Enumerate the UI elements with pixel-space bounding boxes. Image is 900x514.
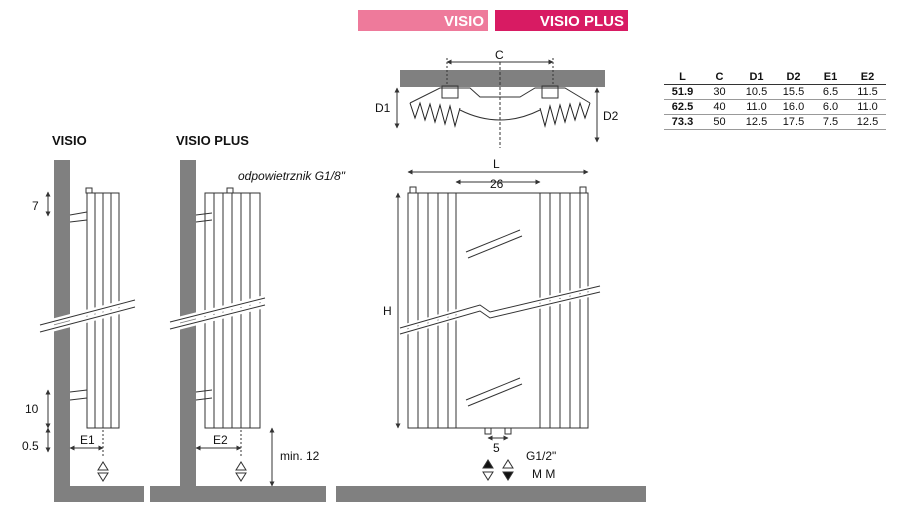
table-row: 51.9 30 10.5 15.5 6.5 11.5 (664, 84, 886, 100)
dim-26: 26 (490, 177, 504, 191)
vent-label: odpowietrznik G1/8" (238, 169, 346, 183)
table-cell: 11.0 (849, 99, 886, 115)
table-cell: 10.5 (738, 84, 775, 100)
table-cell: 7.5 (812, 114, 849, 130)
col-header: L (664, 70, 701, 85)
front-view-floor (336, 486, 646, 502)
table-cell: 15.5 (775, 84, 812, 100)
dim-l: L (493, 157, 500, 171)
dim-d2: D2 (603, 109, 619, 123)
dim-e1: E1 (80, 433, 95, 447)
visio-plus-side-view (150, 160, 326, 502)
table-cell: 40 (701, 99, 738, 115)
dim-d1: D1 (375, 101, 391, 115)
badge-visio-label: VISIO (444, 13, 484, 30)
dim-min-12: min. 12 (280, 449, 320, 463)
connection-sub-label: M M (532, 467, 555, 481)
col-header: E2 (849, 70, 886, 85)
table-cell: 6.0 (812, 99, 849, 115)
visio-side-view (39, 160, 144, 502)
table-cell: 12.5 (849, 114, 886, 130)
dim-7: 7 (32, 199, 39, 213)
dim-h: H (383, 304, 392, 318)
badge-visio-plus-label: VISIO PLUS (540, 13, 624, 30)
table-cell: 30 (701, 84, 738, 100)
top-view (394, 58, 605, 148)
dim-0-5: 0.5 (22, 439, 39, 453)
table-cell: 73.3 (664, 114, 701, 130)
col-header: D2 (775, 70, 812, 85)
visio-title: VISIO (52, 133, 87, 148)
table-cell: 62.5 (664, 99, 701, 115)
table-cell: 50 (701, 114, 738, 130)
badge-visio: VISIO (358, 10, 488, 31)
table-header-row: L C D1 D2 E1 E2 (664, 70, 886, 85)
table-row: 62.5 40 11.0 16.0 6.0 11.0 (664, 99, 886, 115)
visio-plus-wall (180, 160, 196, 502)
col-header: D1 (738, 70, 775, 85)
visio-plus-floor (150, 486, 326, 502)
visio-floor (54, 486, 144, 502)
dim-e2: E2 (213, 433, 228, 447)
table-row: 73.3 50 12.5 17.5 7.5 12.5 (664, 114, 886, 130)
connection-label: G1/2" (526, 449, 556, 463)
visio-wall (54, 160, 70, 502)
dim-c: C (495, 48, 504, 62)
dim-10: 10 (25, 402, 39, 416)
table-cell: 16.0 (775, 99, 812, 115)
table-cell: 51.9 (664, 84, 701, 100)
table-cell: 11.5 (849, 84, 886, 100)
dimension-table: L C D1 D2 E1 E2 51.9 30 10.5 15.5 6.5 11… (664, 70, 886, 130)
visio-plus-title: VISIO PLUS (176, 133, 249, 148)
top-view-wall (400, 70, 605, 87)
dim-5: 5 (493, 441, 500, 455)
table-cell: 17.5 (775, 114, 812, 130)
front-view (336, 169, 646, 502)
table-cell: 6.5 (812, 84, 849, 100)
badge-visio-plus: VISIO PLUS (495, 10, 628, 31)
col-header: E1 (812, 70, 849, 85)
col-header: C (701, 70, 738, 85)
table-cell: 11.0 (738, 99, 775, 115)
table-cell: 12.5 (738, 114, 775, 130)
